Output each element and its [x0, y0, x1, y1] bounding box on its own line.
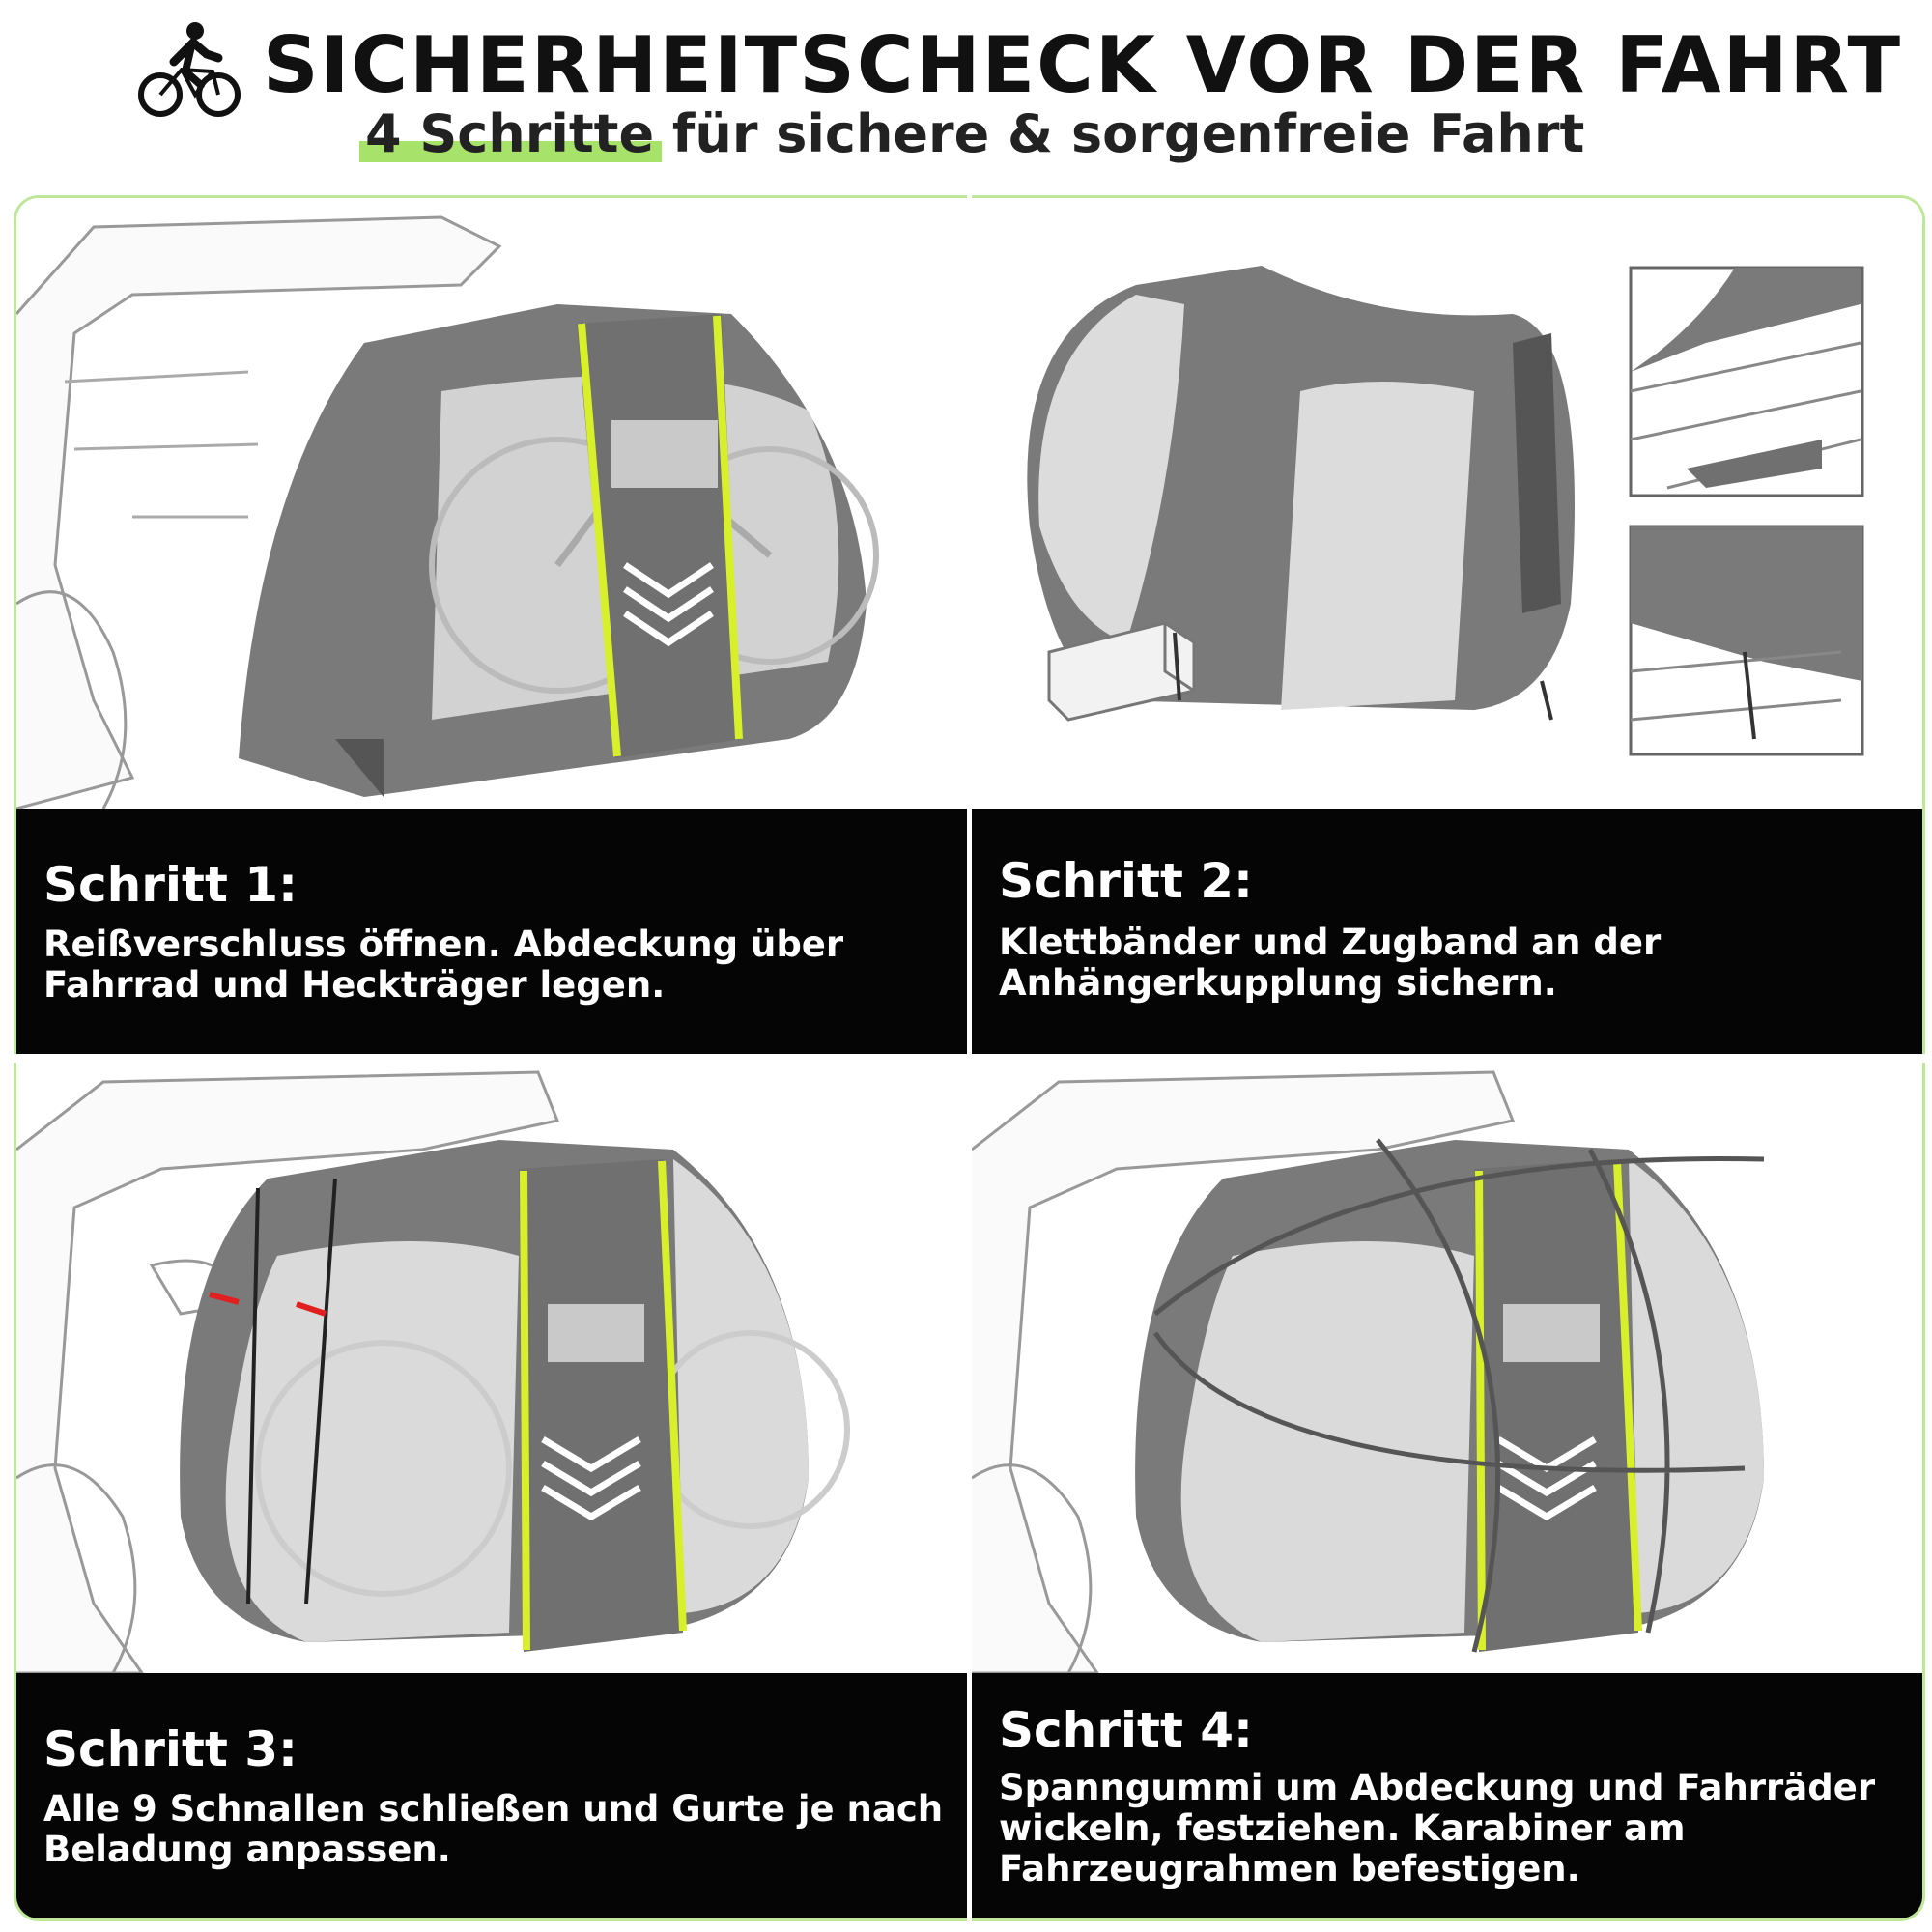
- subtitle-rest: für sichere & sorgenfreie Fahrt: [654, 103, 1585, 164]
- page-title: SICHERHEITSCHECK VOR DER FAHRT: [263, 20, 1903, 110]
- step-3-caption: Schritt 3: Alle 9 Schnallen schließen un…: [16, 1673, 967, 1918]
- step-3-text: Alle 9 Schnallen schließen und Gurte je …: [43, 1788, 944, 1870]
- header: SICHERHEITSCHECK VOR DER FAHRT 4 Schritt…: [0, 0, 1932, 184]
- step-1-label: Schritt 1:: [43, 857, 298, 913]
- step-2-illustration: [972, 198, 1922, 809]
- step-4-text: Spanngummi um Abdeckung und Fahrräder wi…: [999, 1767, 1876, 1889]
- step-2-caption: Schritt 2: Klettbänder und Zugband an de…: [972, 809, 1922, 1054]
- step-3-illustration: [16, 1063, 967, 1673]
- subtitle-highlight: 4 Schritte: [358, 100, 663, 168]
- step-4-label: Schritt 4:: [999, 1702, 1254, 1758]
- cyclist-icon: [138, 22, 241, 117]
- page-subtitle: 4 Schritte für sichere & sorgenfreie Fah…: [358, 100, 1585, 168]
- step-4-caption: Schritt 4: Spanngummi um Abdeckung und F…: [972, 1673, 1922, 1918]
- step-1-text: Reißverschluss öffnen. Abdeckung über Fa…: [43, 923, 844, 1006]
- step-3-label: Schritt 3:: [43, 1721, 298, 1777]
- step-4-illustration: [972, 1063, 1922, 1673]
- step-2-text: Klettbänder und Zugband an der Anhängerk…: [999, 922, 1662, 1004]
- step-1-illustration: [16, 198, 967, 809]
- step-1-caption: Schritt 1: Reißverschluss öffnen. Abdeck…: [16, 809, 967, 1054]
- step-2-label: Schritt 2:: [999, 853, 1254, 909]
- step-panel-1: Schritt 1: Reißverschluss öffnen. Abdeck…: [14, 195, 967, 1054]
- step-panel-4: Schritt 4: Spanngummi um Abdeckung und F…: [972, 1063, 1925, 1921]
- step-panel-3: Schritt 3: Alle 9 Schnallen schließen un…: [14, 1063, 967, 1921]
- step-panel-2: Schritt 2: Klettbänder und Zugband an de…: [972, 195, 1925, 1054]
